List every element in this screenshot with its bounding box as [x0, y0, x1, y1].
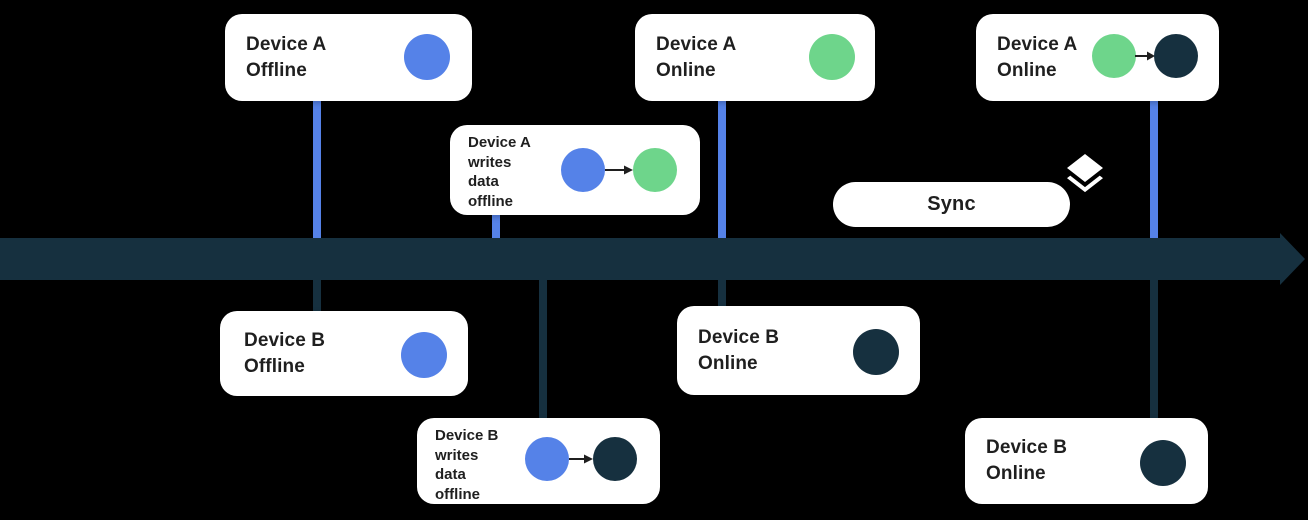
card-device-b-writes-data-offline: Device B writes data offline: [417, 418, 660, 504]
card-label-line: Device B: [435, 427, 499, 444]
transition-arrow-icon: [569, 454, 593, 464]
card-device-a-writes-data-offline: Device A writes data offline: [450, 125, 700, 215]
sync-pill: Sync: [833, 182, 1070, 227]
card-device-b-online-right: Device B Online: [965, 418, 1208, 504]
state-dot: [1140, 440, 1186, 486]
card-label: Device B Online: [986, 418, 1067, 504]
card-label-line: writes: [468, 153, 512, 171]
device-status-label: Online: [698, 352, 758, 374]
device-status-label: Online: [656, 59, 716, 81]
state-dot: [401, 332, 447, 378]
connector-device-b-offline: [313, 278, 321, 313]
state-dot: [853, 329, 899, 375]
card-label-line: offline: [468, 192, 513, 210]
device-name-label: Device B: [986, 437, 1068, 458]
transition-arrow-icon: [1135, 51, 1155, 61]
card-label: Device B writes data offline: [435, 426, 498, 504]
state-dot: [525, 437, 569, 481]
card-label-line: offline: [435, 485, 480, 503]
timeline-arrow-body: [0, 238, 1282, 280]
connector-device-b-online-right: [1150, 278, 1158, 420]
card-device-a-online-mid: Device A Online: [635, 14, 875, 101]
card-label-line: writes: [435, 446, 479, 464]
device-name-label: Device B: [698, 326, 780, 348]
card-label: Device A Online: [656, 14, 736, 101]
card-label-line: data: [468, 173, 499, 190]
state-dot: [1092, 34, 1136, 78]
device-name-label: Device A: [997, 33, 1078, 55]
connector-device-a-online-right: [1150, 99, 1158, 240]
state-dot: [1154, 34, 1198, 78]
state-dot: [633, 148, 677, 192]
device-status-label: Online: [997, 59, 1057, 81]
state-dot: [404, 34, 450, 80]
card-device-b-online-mid: Device B Online: [677, 306, 920, 395]
device-status-label: Offline: [244, 355, 305, 377]
device-name-label: Device A: [246, 33, 327, 55]
sync-label: Sync: [927, 193, 976, 215]
state-dot: [561, 148, 605, 192]
connector-device-b-writes: [539, 278, 547, 420]
state-dot: [593, 437, 637, 481]
device-status-label: Offline: [246, 59, 307, 81]
device-status-label: Online: [986, 463, 1046, 484]
card-device-b-offline: Device B Offline: [220, 311, 468, 396]
card-label-line: data: [435, 466, 466, 483]
card-label: Device A Online: [997, 14, 1077, 101]
connector-device-a-offline: [313, 100, 321, 240]
card-label: Device B Offline: [244, 311, 325, 396]
transition-arrow-icon: [605, 165, 633, 175]
device-name-label: Device A: [656, 33, 737, 55]
device-name-label: Device B: [244, 329, 326, 351]
timeline-arrowhead-icon: [1280, 233, 1305, 285]
card-label: Device B Online: [698, 306, 779, 395]
card-label: Device A writes data offline: [468, 133, 531, 211]
card-device-a-online-right: Device A Online: [976, 14, 1219, 101]
layers-icon: [1067, 154, 1103, 193]
connector-device-b-online-mid: [718, 278, 726, 308]
connector-device-a-writes: [492, 213, 500, 240]
state-dot: [809, 34, 855, 80]
card-label-line: Device A: [468, 134, 531, 151]
connector-device-a-online-mid: [718, 99, 726, 240]
card-label: Device A Offline: [246, 14, 326, 101]
card-device-a-offline: Device A Offline: [225, 14, 472, 101]
